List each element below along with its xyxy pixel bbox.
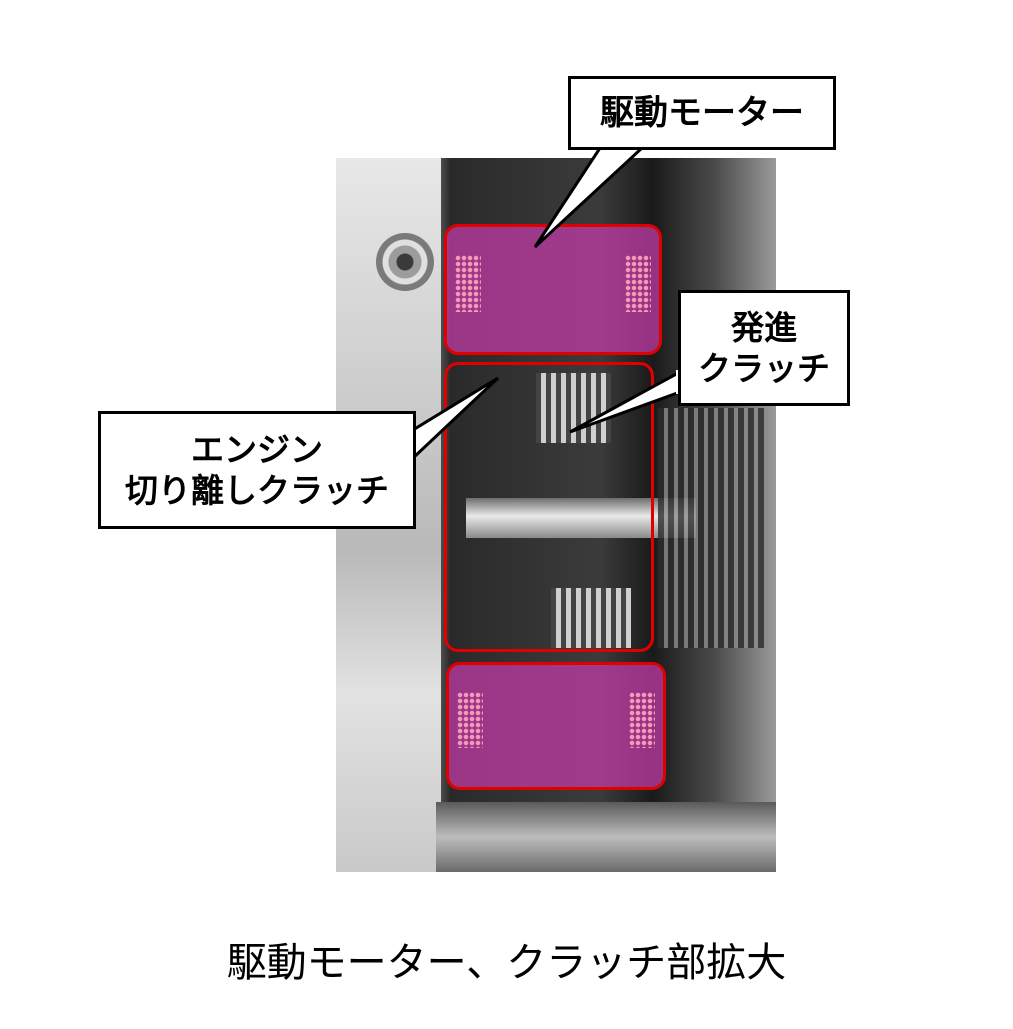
callout-engine-line2: 切り離しクラッチ	[125, 471, 389, 510]
clutch-plates-lower	[551, 588, 631, 648]
callout-engine-line1: エンジン	[191, 429, 323, 469]
bolt	[376, 233, 434, 291]
callout-start-clutch-line1: 発進	[731, 307, 797, 347]
housing-bottom	[436, 802, 776, 872]
callout-drive-motor: 駆動モーター	[568, 76, 836, 150]
callout-start-clutch: 発進 クラッチ	[678, 290, 850, 406]
callout-drive-motor-text: 駆動モーター	[600, 92, 804, 133]
clutch-highlight	[444, 362, 654, 652]
callout-start-clutch-line2: クラッチ	[698, 349, 830, 388]
gear-set	[658, 408, 768, 648]
drive-motor-highlight-upper	[444, 224, 662, 355]
main-shaft	[466, 498, 696, 538]
drive-motor-highlight-lower	[446, 662, 666, 790]
figure-caption: 駆動モーター、クラッチ部拡大	[226, 940, 787, 986]
callout-engine-disconnect-clutch: エンジン 切り離しクラッチ	[98, 411, 416, 529]
